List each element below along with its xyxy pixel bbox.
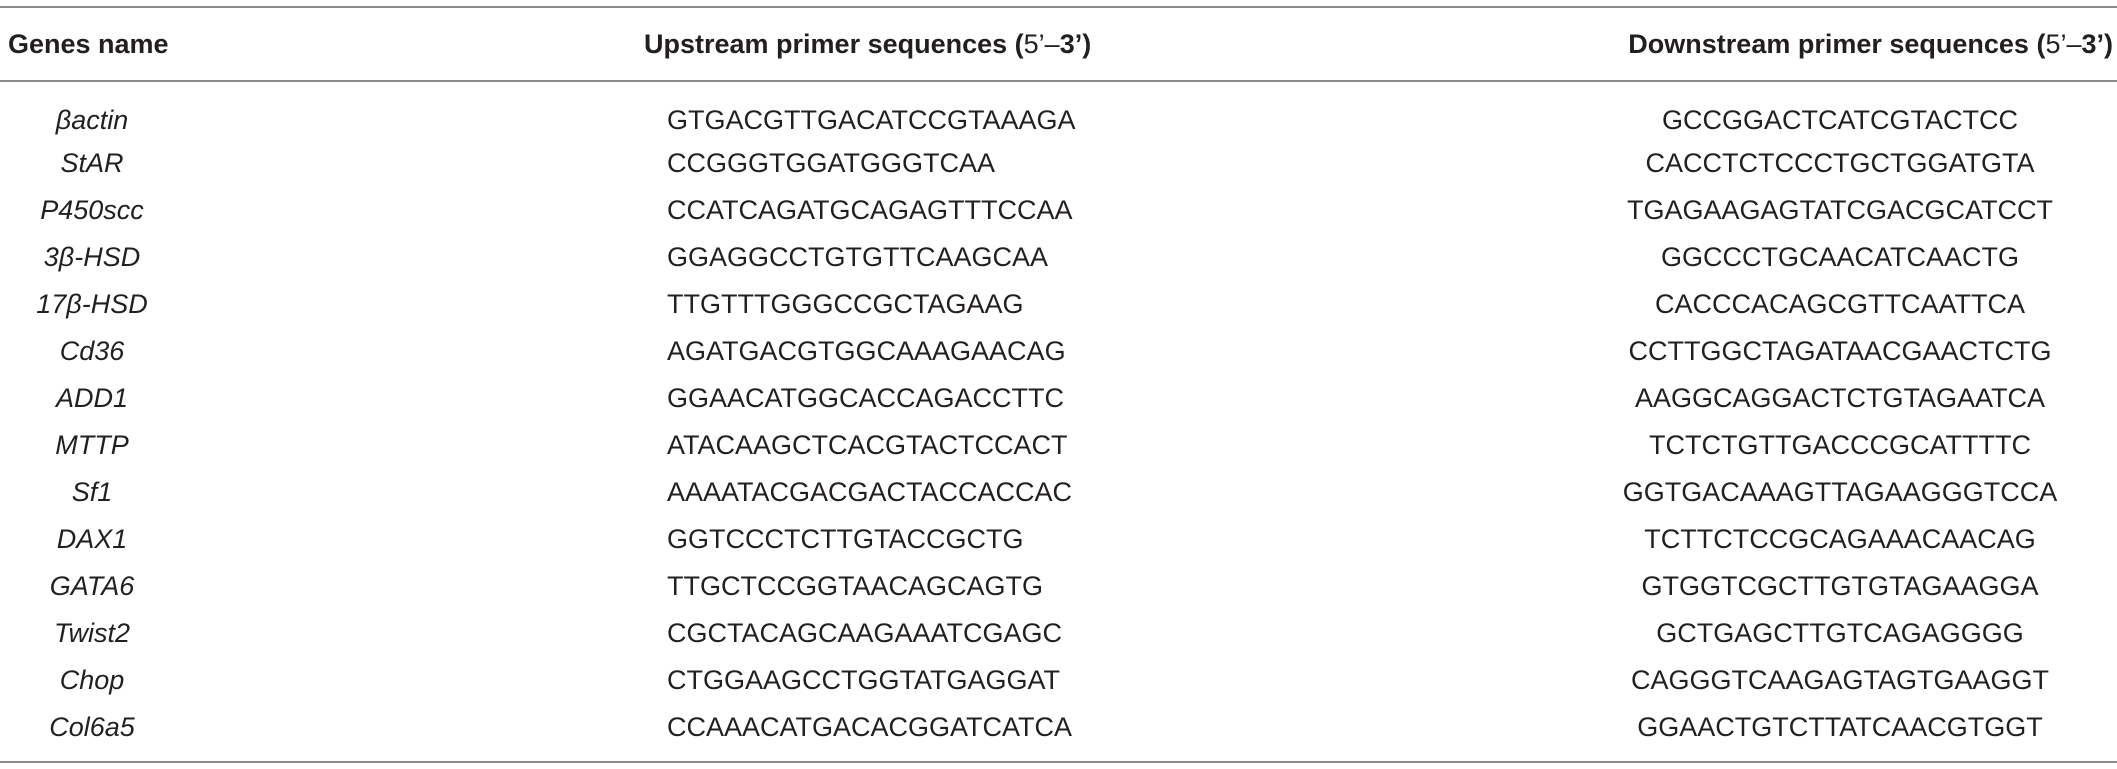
table-header: Genes name Upstream primer sequences (5’… [0, 6, 2117, 82]
table-row: Sf1 AAAATACGACGACTACCACCAC GGTGACAAAGTTAGA… [0, 469, 2117, 516]
downstream-primer-cell: TCTTCTCCGCAGAAACAACAG [1515, 516, 2117, 563]
gene-name: DAX1 [56, 524, 128, 554]
gene-name-cell: Cd36 [0, 328, 255, 375]
upstream-primer-cell: GTGACGTTGACATCCGTAAAGA [667, 104, 1076, 135]
downstream-primer: TCTTCTCCGCAGAAACAACAG [1644, 524, 2036, 554]
upstream-primer-cell: CGCTACAGCAAGAAATCGAGC [667, 618, 1063, 648]
upstream-primer-cell: ATACAAGCTCACGTACTCCACT [667, 430, 1068, 460]
gene-name-cell: P450scc [0, 187, 255, 234]
upstream-primer-cell: TTGCTCCGGTAACAGCAGTG [667, 571, 1043, 601]
table-row: Chop CTGGAAGCCTGGTATGAGGAT CAGGGTCAAGAGTAG… [0, 657, 2117, 704]
upstream-primer-cell: AAAATACGACGACTACCACCAC [667, 477, 1073, 507]
gene-name-cell: DAX1 [0, 516, 255, 563]
downstream-primer: GTGGTCGCTTGTGTAGAAGGA [1641, 571, 2039, 601]
table-row: Cd36 AGATGACGTGGCAAAGAACAG CCTTGGCTAGATAAC… [0, 328, 2117, 375]
upstream-primer-cell: CCGGGTGGATGGGTCAA [667, 148, 996, 178]
downstream-primer: GCCGGACTCATCGTACTCC [1662, 104, 2018, 135]
downstream-primer: CACCCACAGCGTTCAATTCA [1654, 289, 2025, 319]
gene-name-cell: 3β-HSD [0, 234, 255, 281]
header-downstream: Downstream primer sequences (5’–3’) [1515, 6, 2117, 82]
downstream-primer: TGAGAAGAGTATCGACGCATCCT [1626, 195, 2053, 225]
table-row: βactin GTGACGTTGACATCCGTAAAGA GCCGGACTCATC… [0, 81, 2117, 140]
downstream-primer: CACCTCTCCCTGCTGGATGTA [1645, 148, 2035, 178]
upstream-primer-cell: CTGGAAGCCTGGTATGAGGAT [667, 665, 1061, 695]
downstream-primer: GGAACTGTCTTATCAACGTGGT [1637, 712, 2043, 742]
table-row: ADD1 GGAACATGGCACCAGACCTTC AAGGCAGGACTCTGT… [0, 375, 2117, 422]
header-upstream: Upstream primer sequences (5’–3’) [255, 6, 1515, 82]
table-row: 17β-HSD TTGTTTGGGCCGCTAGAAG CACCCACAGCGTTC… [0, 281, 2117, 328]
gene-name: MTTP [55, 430, 129, 460]
downstream-primer-cell: GGTGACAAAGTTAGAAGGGTCCA [1515, 469, 2117, 516]
gene-name-cell: Col6a5 [0, 704, 255, 763]
primer-table: Genes name Upstream primer sequences (5’… [0, 6, 2117, 763]
downstream-primer: CAGGGTCAAGAGTAGTGAAGGT [1630, 665, 2050, 695]
gene-name: Chop [59, 665, 125, 695]
gene-name-cell: βactin [0, 81, 255, 140]
gene-name: 17β-HSD [36, 289, 148, 319]
table-body: βactin GTGACGTTGACATCCGTAAAGA GCCGGACTCATC… [0, 81, 2117, 763]
gene-name: Col6a5 [49, 712, 135, 742]
downstream-primer-cell: TGAGAAGAGTATCGACGCATCCT [1515, 187, 2117, 234]
table-row: GATA6 TTGCTCCGGTAACAGCAGTG GTGGTCGCTTGTGTA… [0, 563, 2117, 610]
upstream-primer-cell: GGAGGCCTGTGTTCAAGCAA [667, 242, 1049, 272]
downstream-primer-cell: CCTTGGCTAGATAACGAACTCTG [1515, 328, 2117, 375]
downstream-primer: TCTCTGTTGACCCGCATTTTC [1649, 430, 2031, 460]
gene-name: Twist2 [53, 618, 130, 648]
table-row: P450scc CCATCAGATGCAGAGTTTCCAA TGAGAAGAGTA… [0, 187, 2117, 234]
table-row: DAX1 GGTCCCTCTTGTACCGCTG TCTTCTCCGCAGAAACA… [0, 516, 2117, 563]
downstream-primer-cell: GTGGTCGCTTGTGTAGAAGGA [1515, 563, 2117, 610]
gene-name-cell: GATA6 [0, 563, 255, 610]
gene-name: 3β-HSD [43, 242, 141, 272]
upstream-primer-cell: TTGTTTGGGCCGCTAGAAG [667, 289, 1024, 319]
downstream-primer-cell: GCTGAGCTTGTCAGAGGGG [1515, 610, 2117, 657]
table-row: StAR CCGGGTGGATGGGTCAA CACCTCTCCCTGCTGGATG… [0, 140, 2117, 187]
downstream-primer: CCTTGGCTAGATAACGAACTCTG [1628, 336, 2052, 366]
gene-name: Cd36 [59, 336, 125, 366]
table-row: Col6a5 CCAAACATGACACGGATCATCA GGAACTGTCTTA… [0, 704, 2117, 763]
gene-name: GATA6 [49, 571, 135, 601]
downstream-primer-cell: GCCGGACTCATCGTACTCC [1515, 81, 2117, 140]
gene-name: Sf1 [71, 477, 113, 507]
primer-table-container: Genes name Upstream primer sequences (5’… [0, 6, 2117, 763]
upstream-primer-cell: CCAAACATGACACGGATCATCA [255, 704, 1515, 763]
downstream-primer-cell: CAGGGTCAAGAGTAGTGAAGGT [1515, 657, 2117, 704]
gene-name-cell: Sf1 [0, 469, 255, 516]
downstream-primer: GGCCCTGCAACATCAACTG [1660, 242, 2019, 272]
table-row: MTTP ATACAAGCTCACGTACTCCACT TCTCTGTTGACCCG… [0, 422, 2117, 469]
downstream-primer-cell: CACCTCTCCCTGCTGGATGTA [1515, 140, 2117, 187]
downstream-primer-cell: GGAACTGTCTTATCAACGTGGT [1515, 704, 2117, 763]
header-row: Genes name Upstream primer sequences (5’… [0, 6, 2117, 82]
downstream-primer-cell: AAGGCAGGACTCTGTAGAATCA [1515, 375, 2117, 422]
table-row: Twist2 CGCTACAGCAAGAAATCGAGC GCTGAGCTTGTCA… [0, 610, 2117, 657]
gene-name: P450scc [40, 195, 144, 225]
gene-name-cell: 17β-HSD [0, 281, 255, 328]
downstream-primer: AAGGCAGGACTCTGTAGAATCA [1634, 383, 2046, 413]
downstream-primer: GCTGAGCTTGTCAGAGGGG [1656, 618, 2024, 648]
gene-name-cell: Twist2 [0, 610, 255, 657]
downstream-primer-cell: CACCCACAGCGTTCAATTCA [1515, 281, 2117, 328]
gene-name: ADD1 [55, 383, 129, 413]
gene-name-cell: Chop [0, 657, 255, 704]
gene-name-cell: ADD1 [0, 375, 255, 422]
header-genes-name: Genes name [0, 6, 255, 82]
upstream-primer-cell: CCATCAGATGCAGAGTTTCCAA [667, 195, 1073, 225]
upstream-primer-cell: GGTCCCTCTTGTACCGCTG [667, 524, 1024, 554]
table-row: 3β-HSD GGAGGCCTGTGTTCAAGCAA GGCCCTGCAACATC… [0, 234, 2117, 281]
upstream-primer-cell: AGATGACGTGGCAAAGAACAG [667, 336, 1066, 366]
downstream-primer-cell: TCTCTGTTGACCCGCATTTTC [1515, 422, 2117, 469]
gene-name-cell: MTTP [0, 422, 255, 469]
downstream-primer: GGTGACAAAGTTAGAAGGGTCCA [1622, 477, 2058, 507]
downstream-primer-cell: GGCCCTGCAACATCAACTG [1515, 234, 2117, 281]
upstream-primer-cell: GGAACATGGCACCAGACCTTC [667, 383, 1065, 413]
gene-name: StAR [60, 148, 124, 178]
gene-name-cell: StAR [0, 140, 255, 187]
gene-name: βactin [55, 104, 129, 135]
